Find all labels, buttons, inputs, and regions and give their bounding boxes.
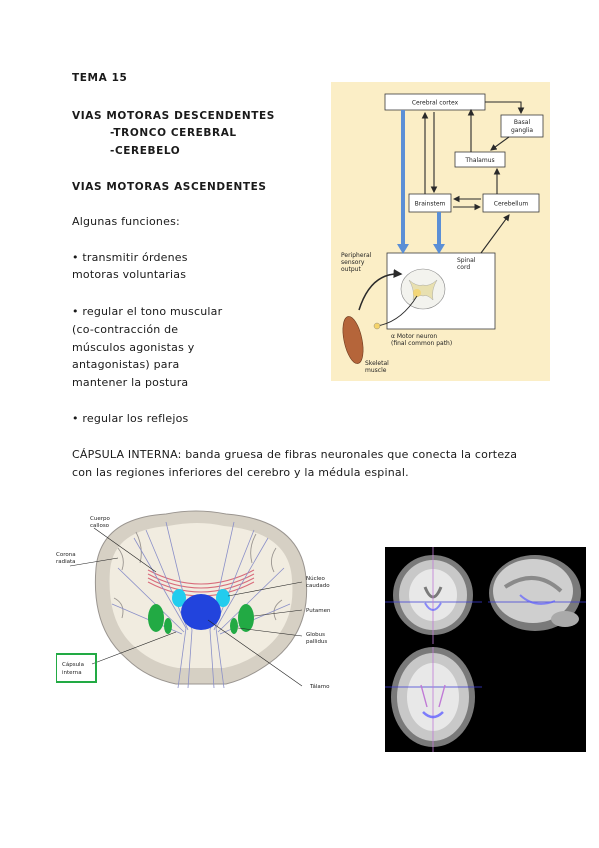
nucleo-caudado-right	[216, 589, 230, 607]
cerebellum-box	[482, 193, 540, 213]
label-globus-1: Globus	[306, 632, 325, 638]
mri-scan-panel	[385, 547, 586, 752]
thalamus-label: Thalamus	[464, 157, 494, 164]
function-item-1-line2: motoras voluntarias	[72, 268, 187, 281]
function-item-2-line2: (co-contracción de	[72, 323, 179, 336]
peripheral-label-2: sensory	[341, 259, 365, 266]
basal-ganglia-label-2: ganglia	[511, 127, 533, 134]
descendentes-heading: VIAS MOTORAS DESCENDENTES	[72, 110, 275, 122]
label-cuerpo-1: Cuerpo	[90, 516, 110, 522]
ascendentes-heading: VIAS MOTORAS ASCENDENTES	[72, 181, 267, 193]
label-talamo: Tálamo	[309, 683, 330, 690]
brainstem-box	[408, 193, 452, 213]
spinal-cord-label-1: Spinal	[457, 257, 476, 264]
thalamus-box	[454, 151, 506, 168]
basal-ganglia-box	[500, 114, 544, 138]
talamo-shape	[181, 594, 221, 630]
sub-cerebelo: -CEREBELO	[110, 145, 181, 157]
label-corona-1: Corona	[56, 552, 76, 558]
function-item-2-line4: antagonistas) para	[72, 358, 180, 371]
brain-coronal-illustration: Cuerpo calloso Corona radiata Cápsula in…	[55, 508, 341, 692]
label-cuerpo-2: calloso	[90, 523, 110, 529]
brain-illustration-svg: Cuerpo calloso Corona radiata Cápsula in…	[55, 510, 331, 690]
function-item-1-line1: • transmitir órdenes	[72, 251, 188, 264]
motor-neuron-soma	[413, 289, 421, 297]
capsula-interna-highlight	[55, 653, 97, 683]
peripheral-label-3: output	[341, 266, 361, 273]
mri-axial-view	[385, 647, 482, 752]
motor-system-diagram: Cerebral cortex Basal ganglia Thalamus B…	[331, 82, 550, 381]
motor-diagram-svg: Cerebral cortex Basal ganglia Thalamus B…	[341, 93, 544, 374]
mri-coronal-view	[385, 547, 482, 644]
label-capsula-2: interna	[62, 670, 82, 676]
skeletal-muscle-label-1: Skeletal	[365, 360, 389, 367]
putamen-left	[148, 604, 164, 632]
label-putamen: Putamen	[306, 608, 331, 614]
function-item-2-line1: • regular el tono muscular	[72, 305, 223, 318]
label-corona-2: radiata	[56, 559, 76, 565]
putamen-right	[238, 604, 254, 632]
nucleo-caudado-left	[172, 589, 186, 607]
funciones-intro: Algunas funciones:	[72, 215, 180, 228]
skeletal-muscle-label-2: muscle	[365, 367, 387, 374]
capsula-definition-line2: con las regiones inferiores del cerebro …	[72, 466, 409, 479]
tema-title: TEMA 15	[72, 72, 128, 84]
skeletal-muscle-icon	[342, 316, 364, 364]
mri-sagittal-view	[488, 555, 586, 631]
label-capsula-1: Cápsula	[62, 661, 84, 668]
function-item-2-line3: músculos agonistas y	[72, 341, 195, 354]
motor-neuron-label-2: (final common path)	[391, 340, 452, 347]
motor-neuron-label-1: α Motor neuron	[391, 333, 437, 340]
brainstem-label: Brainstem	[415, 201, 446, 208]
label-nucleo-1: Núcleo	[306, 575, 326, 582]
label-nucleo-2: caudado	[306, 583, 330, 589]
peripheral-label-1: Peripheral	[341, 252, 372, 259]
mri-svg	[385, 547, 586, 752]
cerebellum-label: Cerebellum	[494, 201, 529, 208]
basal-ganglia-label-1: Basal	[514, 119, 531, 126]
cerebral-cortex-label: Cerebral cortex	[412, 100, 459, 107]
label-globus-2: pallidus	[306, 639, 327, 645]
spinal-cord-label-2: cord	[457, 264, 470, 271]
sub-tronco: -TRONCO CEREBRAL	[110, 127, 237, 139]
function-item-2-line5: mantener la postura	[72, 376, 189, 389]
capsula-definition-line1: CÁPSULA INTERNA: banda gruesa de fibras …	[72, 448, 518, 461]
function-item-3: • regular los reflejos	[72, 412, 189, 425]
